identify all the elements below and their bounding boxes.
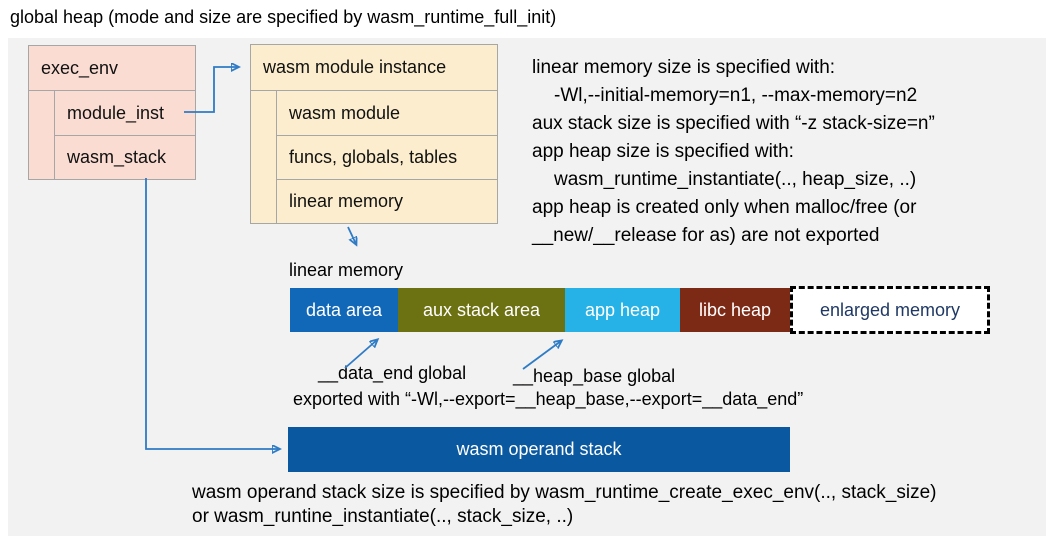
note-line: __new/__release for as) are not exported (532, 225, 880, 246)
linear-memory-label: linear memory (289, 260, 404, 280)
note-line: app heap size is specified with: (532, 141, 794, 162)
wasm-module-instance-box: wasm module instance wasm module funcs, … (250, 44, 498, 224)
exec-env-row-module-inst: module_inst (67, 102, 165, 123)
exported-with-label: exported with “-Wl,--export=__heap_base,… (293, 389, 804, 409)
operand-stack-notes: wasm operand stack size is specified by … (192, 481, 937, 529)
diagram-title: global heap (mode and size are specified… (10, 7, 557, 27)
exec-env-box: exec_env module_inst wasm_stack (28, 45, 196, 180)
segment-aux-stack-area: aux stack area (398, 288, 565, 332)
note-line: app heap is created only when malloc/fre… (532, 197, 917, 218)
wasm-module-instance-header: wasm module instance (251, 45, 497, 91)
note-line: wasm_runtime_instantiate(.., heap_size, … (554, 169, 917, 190)
segment-data-area: data area (290, 288, 398, 332)
segment-libc-heap: libc heap (680, 288, 790, 332)
operand-stack-note-line: wasm operand stack size is specified by … (192, 482, 937, 503)
row-linear-memory: linear memory (277, 179, 497, 223)
note-line: linear memory size is specified with: (532, 57, 836, 78)
data-end-global-label: __data_end global (318, 363, 467, 383)
segment-enlarged-memory: enlarged memory (790, 286, 990, 334)
row-wasm-module: wasm module (289, 102, 401, 123)
row-funcs-globals-tables: funcs, globals, tables (277, 135, 497, 179)
heap-base-global-label: __heap_base global (513, 366, 676, 386)
exec-env-header: exec_env (29, 46, 195, 91)
exec-env-row-wasm-stack: wasm_stack (55, 135, 195, 179)
wasm-module-instance-rows: wasm module funcs, globals, tables linea… (276, 91, 497, 223)
note-line: aux stack size is specified with “-z sta… (532, 113, 935, 134)
exec-env-rows: module_inst wasm_stack (54, 91, 195, 179)
segment-app-heap: app heap (565, 288, 680, 332)
operand-stack-note-line: or wasm_runtine_instantiate(.., stack_si… (192, 506, 574, 527)
note-line: -Wl,--initial-memory=n1, --max-memory=n2 (554, 85, 918, 106)
wasm-operand-stack-box: wasm operand stack (288, 427, 790, 472)
linear-memory-bar: data area aux stack area app heap libc h… (290, 286, 990, 334)
size-notes: linear memory size is specified with: -W… (532, 54, 1047, 250)
